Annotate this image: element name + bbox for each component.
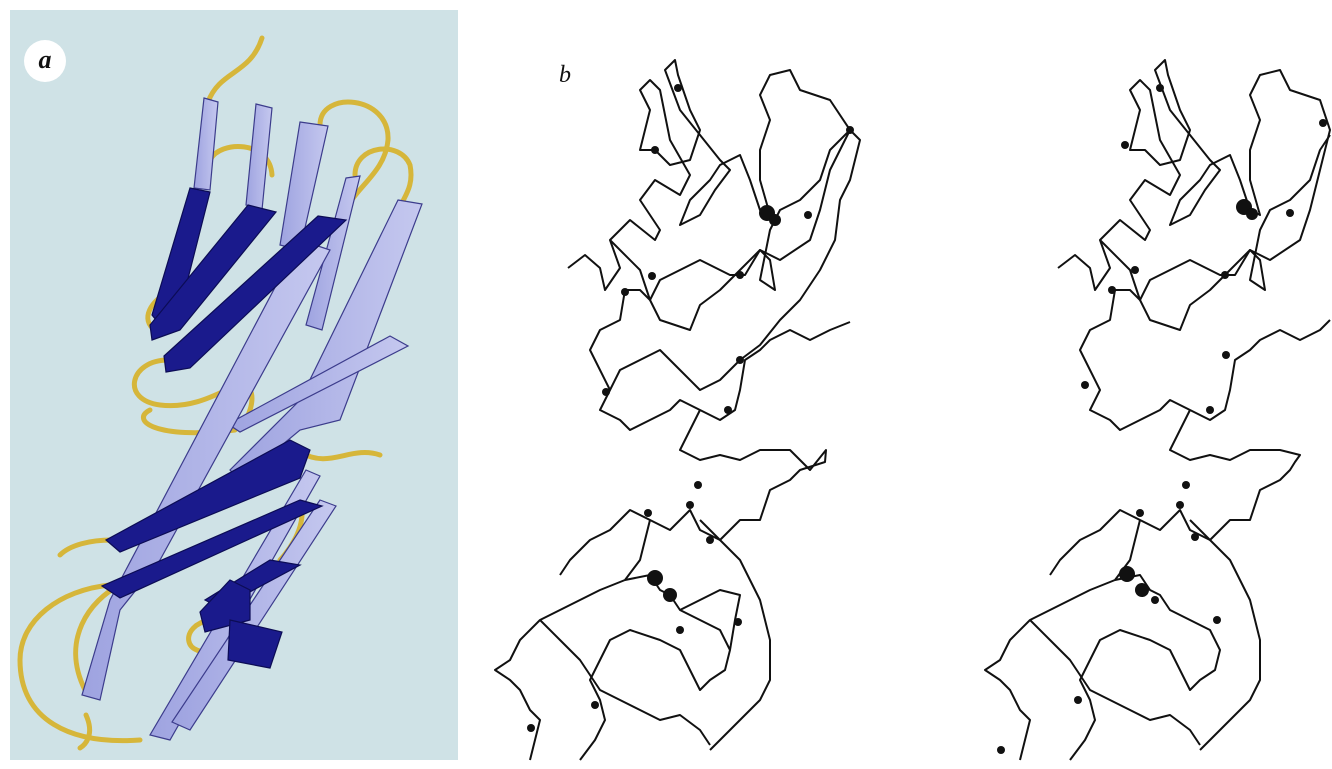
trace-left-lower-6 [540, 620, 710, 745]
marker [694, 481, 702, 489]
marker [804, 211, 812, 219]
marker [1206, 406, 1214, 414]
marker [591, 701, 599, 709]
panel-a-label-badge: a [24, 40, 66, 82]
marker [1213, 616, 1221, 624]
marker [1176, 501, 1184, 509]
trace-right-lower-6 [1030, 620, 1200, 745]
marker [1136, 509, 1144, 517]
marker [674, 84, 682, 92]
stereo-trace-right [985, 60, 1330, 760]
marker [1108, 286, 1116, 294]
marker [621, 288, 629, 296]
marker [527, 724, 535, 732]
trace-left-upper-2 [610, 130, 860, 390]
trace-right-lower-2 [985, 520, 1140, 760]
loop-low-2 [60, 540, 112, 555]
marker [1221, 271, 1229, 279]
marker [734, 618, 742, 626]
marker-large [769, 214, 781, 226]
trace-right-lower-4 [1190, 520, 1260, 750]
stereo-trace-left [495, 60, 860, 760]
trace-right-lower [1050, 410, 1300, 575]
marker [736, 271, 744, 279]
marker-large [1246, 208, 1258, 220]
trace-right-lower-3 [1070, 575, 1220, 760]
panel-a-label: a [24, 40, 66, 82]
marker [1286, 209, 1294, 217]
marker [602, 388, 610, 396]
marker-large [647, 570, 663, 586]
loop-low-7 [80, 715, 90, 748]
marker [706, 536, 714, 544]
trace-left-lower [560, 410, 826, 575]
marker [648, 272, 656, 280]
marker [1081, 381, 1089, 389]
marker [997, 746, 1005, 754]
trace-left-lower-4 [700, 520, 770, 750]
marker [1151, 596, 1159, 604]
trace-right-upper-2 [1100, 135, 1330, 300]
marker [1156, 84, 1164, 92]
trace-left-lower-5 [680, 590, 740, 650]
loop-top-1 [208, 38, 262, 102]
marker [1191, 533, 1199, 541]
marker [846, 126, 854, 134]
marker [1074, 696, 1082, 704]
marker [1222, 351, 1230, 359]
trace-left-lower-3 [580, 575, 730, 760]
trace-left-upper [568, 60, 850, 430]
marker [1319, 119, 1327, 127]
strand-light-1 [194, 98, 218, 190]
marker-large [1135, 583, 1149, 597]
marker [686, 501, 694, 509]
trace-right-upper [1058, 60, 1330, 430]
marker [1121, 141, 1129, 149]
marker [644, 509, 652, 517]
marker [1182, 481, 1190, 489]
marker [736, 356, 744, 364]
marker [724, 406, 732, 414]
loop-low-1 [300, 452, 380, 459]
strand-dark-8 [228, 620, 282, 668]
panel-b-label: b [559, 62, 571, 89]
marker [651, 146, 659, 154]
marker-large [663, 588, 677, 602]
marker [1131, 266, 1139, 274]
marker-large [1119, 566, 1135, 582]
trace-left-lower-2 [495, 520, 650, 760]
marker [676, 626, 684, 634]
